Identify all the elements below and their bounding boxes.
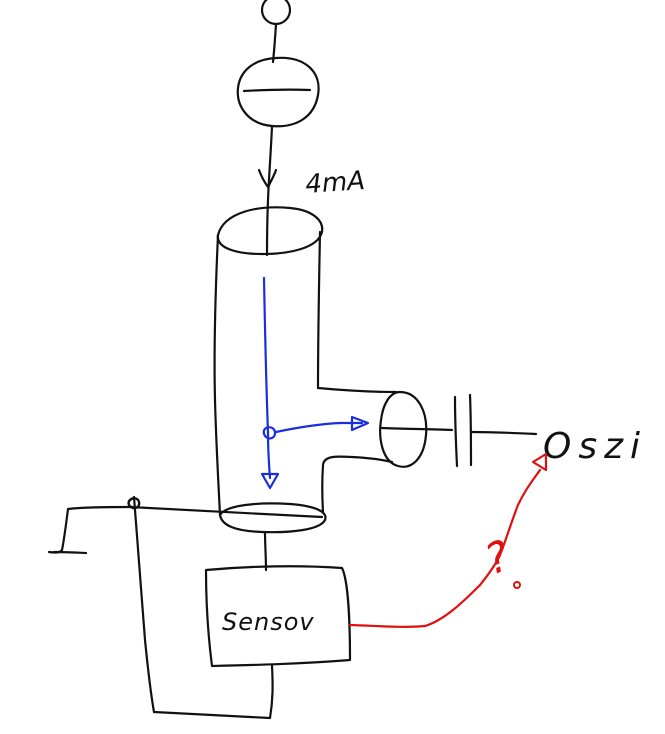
current-source-bar <box>242 88 312 93</box>
ground-node <box>127 497 141 510</box>
branch-bottom-wall <box>321 455 394 467</box>
current-source-circle <box>236 56 320 128</box>
pipe-right-wall-lower <box>321 463 325 514</box>
question-dot <box>513 581 521 589</box>
pipe-bottom-ellipse <box>218 502 327 534</box>
flow-origin <box>262 426 277 440</box>
sensor-return-wire <box>152 664 274 720</box>
branch-end-ellipse <box>379 390 428 468</box>
branch-end-wire <box>380 426 454 432</box>
sensor-feed-wire <box>263 530 268 572</box>
current-wire <box>265 124 274 257</box>
flow-arrowhead-down <box>260 472 280 490</box>
sensor-box <box>204 565 352 668</box>
flow-vector-right <box>274 421 364 434</box>
capacitor-plate-right <box>468 393 473 467</box>
question-mark: ? <box>479 531 517 585</box>
top-terminal-circle <box>260 0 292 26</box>
ground-wire-down <box>132 495 156 714</box>
sensor-label: Sensov <box>222 608 315 636</box>
pipe-top-ellipse <box>216 206 324 256</box>
pipe-right-wall-upper <box>316 230 322 390</box>
capacitor-plate-left <box>453 395 459 468</box>
flow-arrowhead-right <box>350 415 370 432</box>
scope-label: Oszi <box>543 426 647 467</box>
pipe-left-wall <box>213 233 222 517</box>
ground-stub <box>52 550 88 555</box>
signal-arrowhead <box>531 452 548 472</box>
top-wire <box>271 22 278 64</box>
flow-vector-down <box>262 276 272 480</box>
sensor-signal-wire <box>348 468 542 628</box>
current-label: 4mA <box>304 166 366 200</box>
current-arrow <box>257 168 278 189</box>
capacitor-out-wire <box>469 430 538 436</box>
branch-top-wall <box>316 386 398 394</box>
ground-loop-wire <box>47 505 324 554</box>
